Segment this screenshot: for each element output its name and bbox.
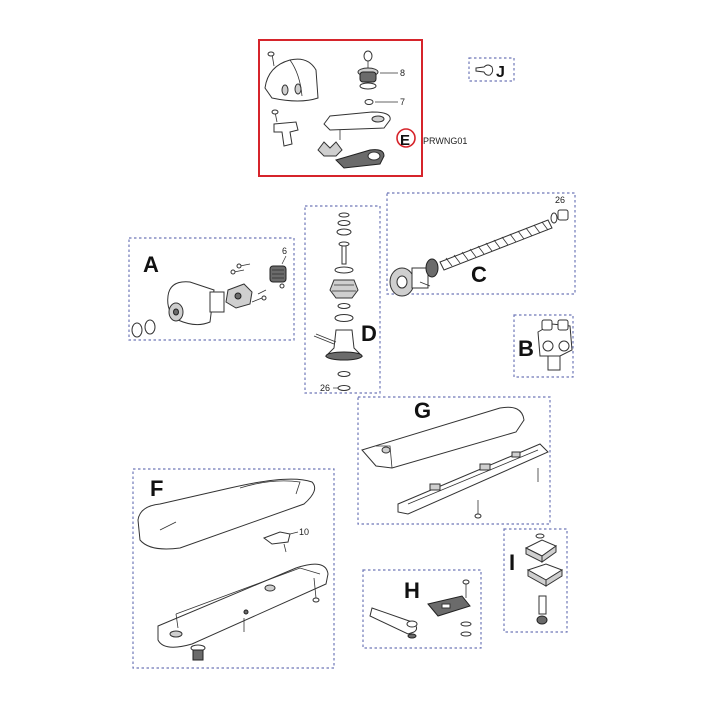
- callout-8: 8: [400, 68, 405, 78]
- group-i[interactable]: I: [503, 528, 568, 633]
- group-h[interactable]: H: [362, 569, 482, 649]
- cam-piece: [317, 141, 343, 157]
- callout-10: 10: [299, 527, 309, 537]
- group-c-letter: C: [471, 262, 487, 287]
- group-d[interactable]: D 26: [304, 205, 381, 394]
- group-j-letter: J: [496, 64, 505, 81]
- group-j-border: [468, 57, 515, 82]
- cover-cap: [264, 58, 319, 102]
- housing-base: [157, 563, 329, 648]
- group-g[interactable]: G: [357, 396, 551, 525]
- callout-26-group-d: 26: [320, 383, 330, 393]
- lever-bracket: [273, 121, 299, 147]
- group-d-letter: D: [361, 321, 377, 346]
- group-a-letter: A: [143, 252, 159, 277]
- group-e-letter: E: [400, 132, 410, 149]
- group-f-border: [132, 468, 335, 669]
- callout-7: 7: [400, 97, 405, 107]
- group-h-letter: H: [404, 578, 420, 603]
- group-f-letter: F: [150, 476, 163, 501]
- bracket: [262, 531, 291, 545]
- group-b-letter: B: [518, 336, 534, 361]
- o-ring-2: [144, 319, 156, 335]
- part-code: PRWNG01: [423, 136, 467, 146]
- group-a[interactable]: A 6: [128, 237, 295, 341]
- bolt: [538, 595, 547, 615]
- group-a-border: [128, 237, 295, 341]
- group-c-border: [386, 192, 576, 295]
- group-d-border: [304, 205, 381, 394]
- group-e[interactable]: 8 7 E PRWNG01: [258, 39, 467, 177]
- callout-6-group-a: 6: [282, 246, 287, 256]
- group-b[interactable]: B: [513, 314, 574, 378]
- o-ring-1: [131, 322, 143, 338]
- group-g-letter: G: [414, 398, 431, 423]
- group-h-border: [362, 569, 482, 649]
- group-e-letter-circle: [396, 128, 416, 148]
- worm-gear: [329, 279, 359, 299]
- arm-cover: [361, 406, 525, 469]
- callout-26-group-c: 26: [555, 195, 565, 205]
- group-j[interactable]: J: [468, 57, 515, 82]
- group-i-border: [503, 528, 568, 633]
- end-bushing: [557, 209, 569, 221]
- housing-cover: [137, 478, 316, 550]
- group-i-letter: I: [509, 550, 515, 575]
- key: [363, 50, 373, 62]
- group-e-border: [258, 39, 423, 177]
- group-b-border: [513, 314, 574, 378]
- group-f[interactable]: F 10: [132, 468, 335, 669]
- group-g-border: [357, 396, 551, 525]
- worm-screw: [439, 219, 553, 271]
- screws: [230, 263, 267, 303]
- group-c[interactable]: C 26: [386, 192, 576, 297]
- key-ring: [475, 64, 494, 76]
- shaft-pin: [341, 243, 347, 265]
